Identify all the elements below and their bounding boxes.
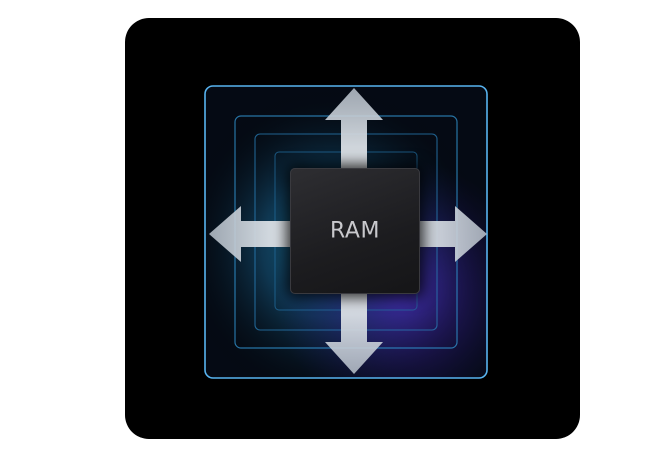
arrow-up-icon: [325, 88, 383, 170]
illustration-panel: RAM: [125, 18, 580, 439]
arrow-left-icon: [209, 206, 291, 262]
memory-expansion-graphic: [204, 85, 488, 379]
ram-chip: RAM: [290, 168, 420, 294]
outer-frame: [204, 85, 488, 379]
arrow-down-icon: [325, 292, 383, 374]
chip-label: RAM: [330, 218, 380, 244]
arrow-right-icon: [405, 206, 487, 262]
